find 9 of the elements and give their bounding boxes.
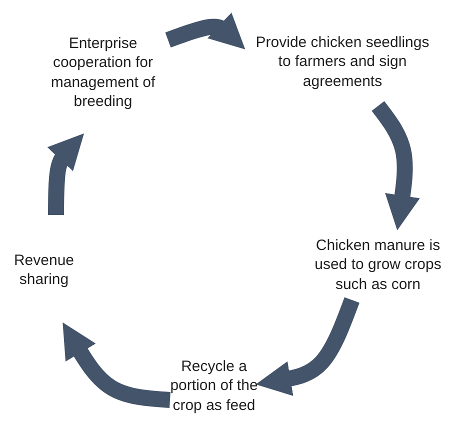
step-text: Recycle a portion of the crop as feed bbox=[170, 356, 258, 416]
step-text: Revenue sharing bbox=[12, 250, 76, 290]
curved-arrow bbox=[256, 297, 360, 396]
curved-arrow bbox=[372, 101, 420, 230]
step-text: Enterprise cooperation for management of breeding bbox=[50, 34, 156, 112]
curved-arrow bbox=[47, 133, 84, 216]
curved-arrow bbox=[62, 322, 170, 408]
step-text: Provide chicken seedlings to farmers and sign agreements bbox=[254, 32, 430, 92]
step-text: Chicken manure is used to grow crops such as corn bbox=[314, 236, 442, 294]
